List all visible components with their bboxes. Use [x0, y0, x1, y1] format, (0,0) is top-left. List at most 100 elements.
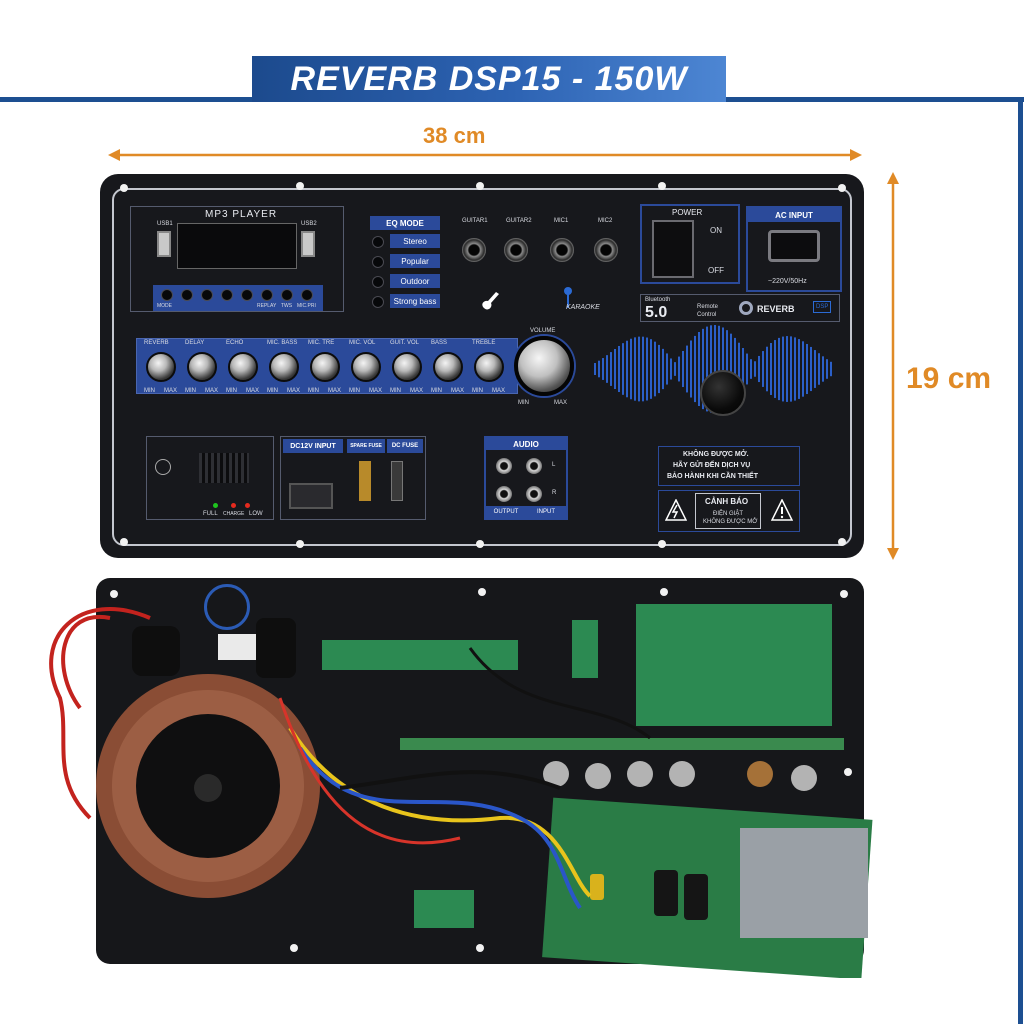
- eq-stereo-label: Stereo: [390, 234, 440, 248]
- wave-bar: [814, 350, 816, 388]
- wave-bar: [742, 348, 744, 390]
- eq-stereo-button[interactable]: [372, 236, 384, 248]
- wave-bar: [682, 350, 684, 388]
- volume-knob[interactable]: [514, 336, 574, 396]
- knob-guit-vol[interactable]: [392, 352, 422, 382]
- mode-button[interactable]: [161, 289, 173, 301]
- knob-bass[interactable]: [433, 352, 463, 382]
- knob-echo[interactable]: [228, 352, 258, 382]
- dc-terminal[interactable]: [289, 483, 333, 509]
- mic1-jack[interactable]: [550, 238, 574, 262]
- eq-popular-label: Popular: [390, 254, 440, 268]
- knob-label: MIC. BASS: [267, 340, 298, 346]
- knob-mic-tre[interactable]: [310, 352, 340, 382]
- dc-section: DC12V INPUT SPARE FUSE DC FUSE: [280, 436, 426, 520]
- wave-bar: [662, 348, 664, 390]
- knob-max-label: MAX: [328, 388, 342, 394]
- next-button[interactable]: [241, 289, 253, 301]
- knob-delay[interactable]: [187, 352, 217, 382]
- spare-fuse-title: SPARE FUSE: [347, 439, 385, 453]
- wave-bar: [786, 336, 788, 402]
- wave-bar: [618, 345, 620, 393]
- wave-bar: [630, 338, 632, 400]
- screw-hole: [290, 944, 298, 952]
- charge-label: CHARGE: [223, 511, 245, 517]
- wave-bar: [698, 331, 700, 407]
- output-l-jack[interactable]: [496, 458, 512, 474]
- warning-line-1: ĐIỆN GIẬT: [713, 511, 744, 517]
- knob-label: MIC. TRE: [308, 340, 335, 346]
- input-l-jack[interactable]: [526, 458, 542, 474]
- wave-bar: [706, 326, 708, 412]
- volume-label: VOLUME: [530, 328, 556, 334]
- brand-logo-icon: [155, 459, 171, 475]
- wave-bar: [606, 355, 608, 383]
- loop-button[interactable]: [181, 289, 193, 301]
- replay-button[interactable]: [261, 289, 273, 301]
- knob-mic-bass[interactable]: [269, 352, 299, 382]
- wave-bar: [754, 361, 756, 377]
- screw-hole: [660, 588, 668, 596]
- audio-l-label: L: [552, 462, 556, 468]
- usb1-port[interactable]: [157, 231, 171, 257]
- wave-bar: [794, 337, 796, 401]
- power-switch[interactable]: [652, 220, 694, 278]
- header-line-left: [0, 97, 254, 102]
- screw-hole: [478, 588, 486, 596]
- knob-label: ECHO: [226, 340, 244, 346]
- wave-bar: [674, 362, 676, 376]
- guitar2-jack[interactable]: [504, 238, 528, 262]
- screw-hole: [476, 182, 484, 190]
- knob-label: TREBLE: [472, 340, 496, 346]
- tws-button[interactable]: [281, 289, 293, 301]
- wave-bar: [714, 325, 716, 413]
- wave-bar: [782, 336, 784, 402]
- mic-pri-button[interactable]: [301, 289, 313, 301]
- play-pause-button[interactable]: [201, 289, 213, 301]
- screw-hole: [120, 184, 128, 192]
- mic2-jack[interactable]: [594, 238, 618, 262]
- wave-bar: [666, 353, 668, 385]
- knob-min-label: MIN: [472, 388, 483, 394]
- wave-bar: [770, 343, 772, 395]
- knob-reverb[interactable]: [146, 352, 176, 382]
- output-label: OUTPUT: [486, 506, 526, 518]
- feature-strip: Bluetooth 5.0 Remote Control REVERB DSP: [640, 294, 840, 322]
- knob-mic-vol[interactable]: [351, 352, 381, 382]
- input-r-jack[interactable]: [526, 486, 542, 502]
- wave-bar: [650, 339, 652, 399]
- mic-icon: [564, 287, 572, 308]
- height-arrow: [887, 172, 899, 560]
- wave-bar: [746, 353, 748, 385]
- full-label: FULL: [203, 511, 218, 517]
- ac-socket[interactable]: [768, 230, 820, 262]
- usb2-port[interactable]: [301, 231, 315, 257]
- guitar1-jack[interactable]: [462, 238, 486, 262]
- prev-button[interactable]: [221, 289, 233, 301]
- volume-max-label: MAX: [554, 400, 568, 406]
- wave-bar: [658, 344, 660, 394]
- knob-min-label: MIN: [267, 388, 278, 394]
- knob-min-label: MIN: [431, 388, 442, 394]
- bluetooth-label: Bluetooth: [645, 297, 671, 303]
- eq-outdoor-button[interactable]: [372, 276, 384, 288]
- knob-label: REVERB: [144, 340, 169, 346]
- audio-r-label: R: [552, 490, 557, 496]
- joystick-knob[interactable]: [700, 370, 746, 416]
- eq-popular-button[interactable]: [372, 256, 384, 268]
- wave-bar: [614, 348, 616, 390]
- notice-line-3: BẢO HÀNH KHI CẦN THIẾT: [667, 473, 758, 480]
- eq-strong-bass-button[interactable]: [372, 296, 384, 308]
- wave-bar: [670, 358, 672, 380]
- low-label: LOW: [249, 511, 263, 517]
- wave-bar: [766, 346, 768, 392]
- screw-hole: [838, 538, 846, 546]
- wave-bar: [710, 325, 712, 413]
- output-r-jack[interactable]: [496, 486, 512, 502]
- wave-bar: [802, 341, 804, 397]
- height-label: 19 cm: [906, 362, 992, 395]
- knob-treble[interactable]: [474, 352, 504, 382]
- dc-fuse[interactable]: [391, 461, 403, 501]
- wave-bar: [818, 353, 820, 385]
- warning-box: CẢNH BÁO ĐIỆN GIẬT KHÔNG ĐƯỢC MỞ: [658, 490, 800, 532]
